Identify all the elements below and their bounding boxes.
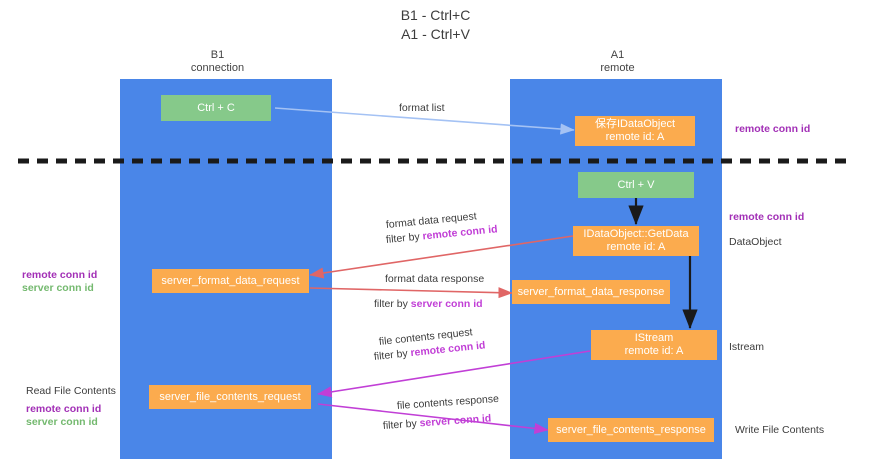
node-getdata-line2: remote id: A [606,241,666,253]
node-istream[interactable]: IStream remote id: A [591,330,717,360]
filter-prefix-3: filter by [373,347,412,363]
node-save-idataobject-line1: 保存IDataObject [594,118,676,130]
title-line-2: A1 - Ctrl+V [401,26,470,42]
node-server-format-data-request-label: server_format_data_request [161,274,300,287]
node-server-file-contents-response[interactable]: server_file_contents_response [548,418,714,442]
node-ctrl-v[interactable]: Ctrl + V [578,172,694,198]
arrow-format-data-response [309,287,513,299]
annotation-istream: Istream [729,341,765,353]
annotation-remote-conn-id-mid: remote conn id [729,211,805,223]
annotation-write-file-contents: Write File Contents [735,424,825,436]
node-server-file-contents-request-label: server_file_contents_request [159,390,301,403]
node-server-format-data-request[interactable]: server_format_data_request [152,269,309,293]
annotation-dataobject: DataObject [729,236,782,248]
node-server-format-data-response-label: server_format_data_response [517,285,665,298]
edge-label-file-contents-response: file contents response [396,392,500,412]
node-ctrl-c-label: Ctrl + C [197,101,235,114]
edge-label-file-contents-response-filter: filter by server conn id [383,412,492,433]
annotation-left-server-conn-id-bottom: server conn id [26,416,98,428]
column-a1-name: A1 [610,49,625,61]
edge-label-format-data-response: format data response [385,273,485,285]
column-a1-role: remote [600,62,635,74]
node-ctrl-v-label: Ctrl + V [617,178,655,191]
annotation-remote-conn-id-top: remote conn id [735,123,811,135]
node-ctrl-c[interactable]: Ctrl + C [161,95,271,121]
column-b1-role: connection [190,62,245,74]
filter-key-server-conn-id-2: server conn id [419,412,492,430]
node-save-idataobject-line2: remote id: A [605,131,665,143]
filter-prefix-4: filter by [382,417,421,432]
column-header-a1: A1 remote [540,49,695,75]
filter-key-server-conn-id-1: server conn id [410,298,483,310]
node-save-idataobject[interactable]: 保存IDataObject remote id: A [575,116,695,146]
page-title: B1 - Ctrl+C A1 - Ctrl+V [0,6,871,44]
node-idataobject-getdata[interactable]: IDataObject::GetData remote id: A [573,226,699,256]
node-istream-line2: remote id: A [624,345,684,357]
node-server-format-data-response[interactable]: server_format_data_response [512,280,670,304]
filter-prefix-2: filter by [374,298,411,310]
annotation-left-remote-conn-id-bottom: remote conn id [26,403,102,415]
edge-label-format-list: format list [399,102,445,114]
filter-prefix-1: filter by [385,230,424,246]
column-header-b1: B1 connection [140,49,295,75]
node-server-file-contents-response-label: server_file_contents_response [556,423,706,436]
node-server-file-contents-request[interactable]: server_file_contents_request [149,385,311,409]
node-istream-line1: IStream [634,332,674,344]
annotation-left-remote-conn-id-mid: remote conn id [22,269,98,281]
edge-label-format-data-response-filter: filter by server conn id [374,298,483,311]
annotation-left-server-conn-id-mid: server conn id [22,282,94,294]
title-line-1: B1 - Ctrl+C [400,7,471,23]
annotation-read-file-contents: Read File Contents [26,385,116,397]
column-b1-name: B1 [210,49,225,61]
node-getdata-line1: IDataObject::GetData [583,228,689,240]
